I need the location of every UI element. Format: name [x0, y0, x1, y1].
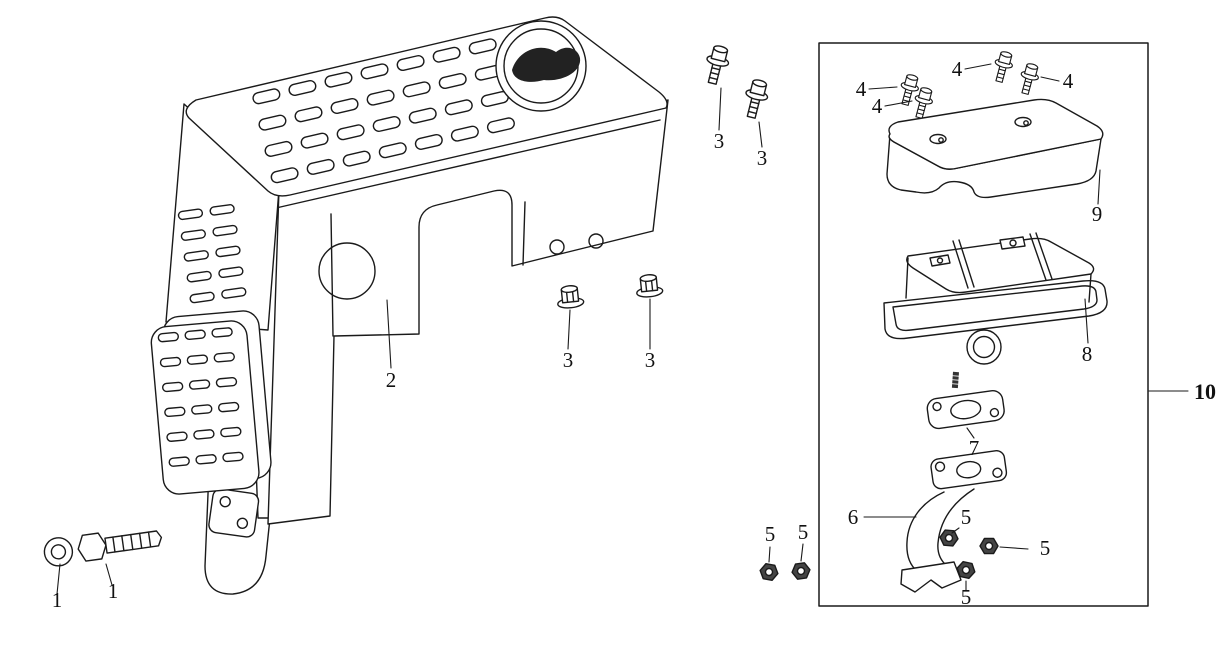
callout-part-3: 3: [714, 129, 725, 153]
stud-bolt-icon: [951, 371, 960, 389]
callout-part-4: 4: [856, 77, 867, 101]
muffler-straps: [952, 232, 1053, 289]
callout-part-5: 5: [1040, 536, 1051, 560]
pipe-flange: [930, 450, 1008, 490]
assembly-boundary-box: [818, 42, 1149, 607]
callout-part-10: 10: [1194, 379, 1216, 404]
engine-shroud: [150, 16, 669, 595]
bolt-head-icon: [77, 532, 107, 562]
callout-part-3: 3: [757, 146, 768, 170]
panel-fold-line: [330, 213, 334, 337]
callout-part-4: 4: [1063, 69, 1074, 93]
leader-lines: [56, 63, 1189, 595]
callout-labels: 1 1 2 3 3 3 3 4 4 4 4 5 5 5 5 5 6 7 8 9 …: [52, 57, 1216, 612]
callout-part-1: 1: [52, 588, 63, 612]
shroud-foot: [204, 465, 271, 595]
bracket-edge-line: [522, 201, 526, 266]
callout-part-1: 1: [108, 579, 119, 603]
shroud-front-plate: [267, 99, 669, 525]
rim-line: [275, 119, 661, 209]
exhaust-pipe: [900, 450, 1008, 593]
callout-part-3: 3: [645, 348, 656, 372]
foot-plate: [208, 488, 260, 538]
callout-part-4: 4: [952, 57, 963, 81]
muffler-outlet-port: [966, 329, 1002, 365]
bracket-hole: [549, 239, 565, 255]
exhaust-gasket: [926, 390, 1005, 430]
callout-part-9: 9: [1092, 202, 1103, 226]
callout-part-6: 6: [848, 505, 859, 529]
callout-part-5: 5: [961, 505, 972, 529]
muffler-tab: [999, 236, 1026, 250]
drawing-layer: [43, 16, 1189, 607]
nut-part-5-icon: [979, 537, 999, 555]
callout-part-5: 5: [798, 520, 809, 544]
muffler-body: [883, 232, 1108, 389]
callout-part-4: 4: [872, 94, 883, 118]
cover-hole: [929, 133, 947, 145]
callout-part-7: 7: [969, 436, 980, 460]
shroud-top-face: [185, 16, 668, 197]
callout-part-2: 2: [386, 368, 397, 392]
mounting-hole: [318, 242, 376, 300]
callout-part-3: 3: [563, 348, 574, 372]
callout-part-5: 5: [961, 585, 972, 609]
side-louver-panel: [150, 310, 272, 495]
muffler-flange-tray: [883, 279, 1108, 340]
callout-part-8: 8: [1082, 342, 1093, 366]
callout-part-5: 5: [765, 522, 776, 546]
bolt-assembly-part-1: [43, 530, 163, 567]
cover-hole: [1014, 116, 1032, 128]
muffler-tab: [929, 254, 951, 267]
brand-emblem-icon: [495, 20, 587, 112]
pipe-foot-bracket: [900, 561, 962, 593]
bracket-hole: [588, 233, 604, 249]
muffler-cover: [886, 98, 1104, 199]
